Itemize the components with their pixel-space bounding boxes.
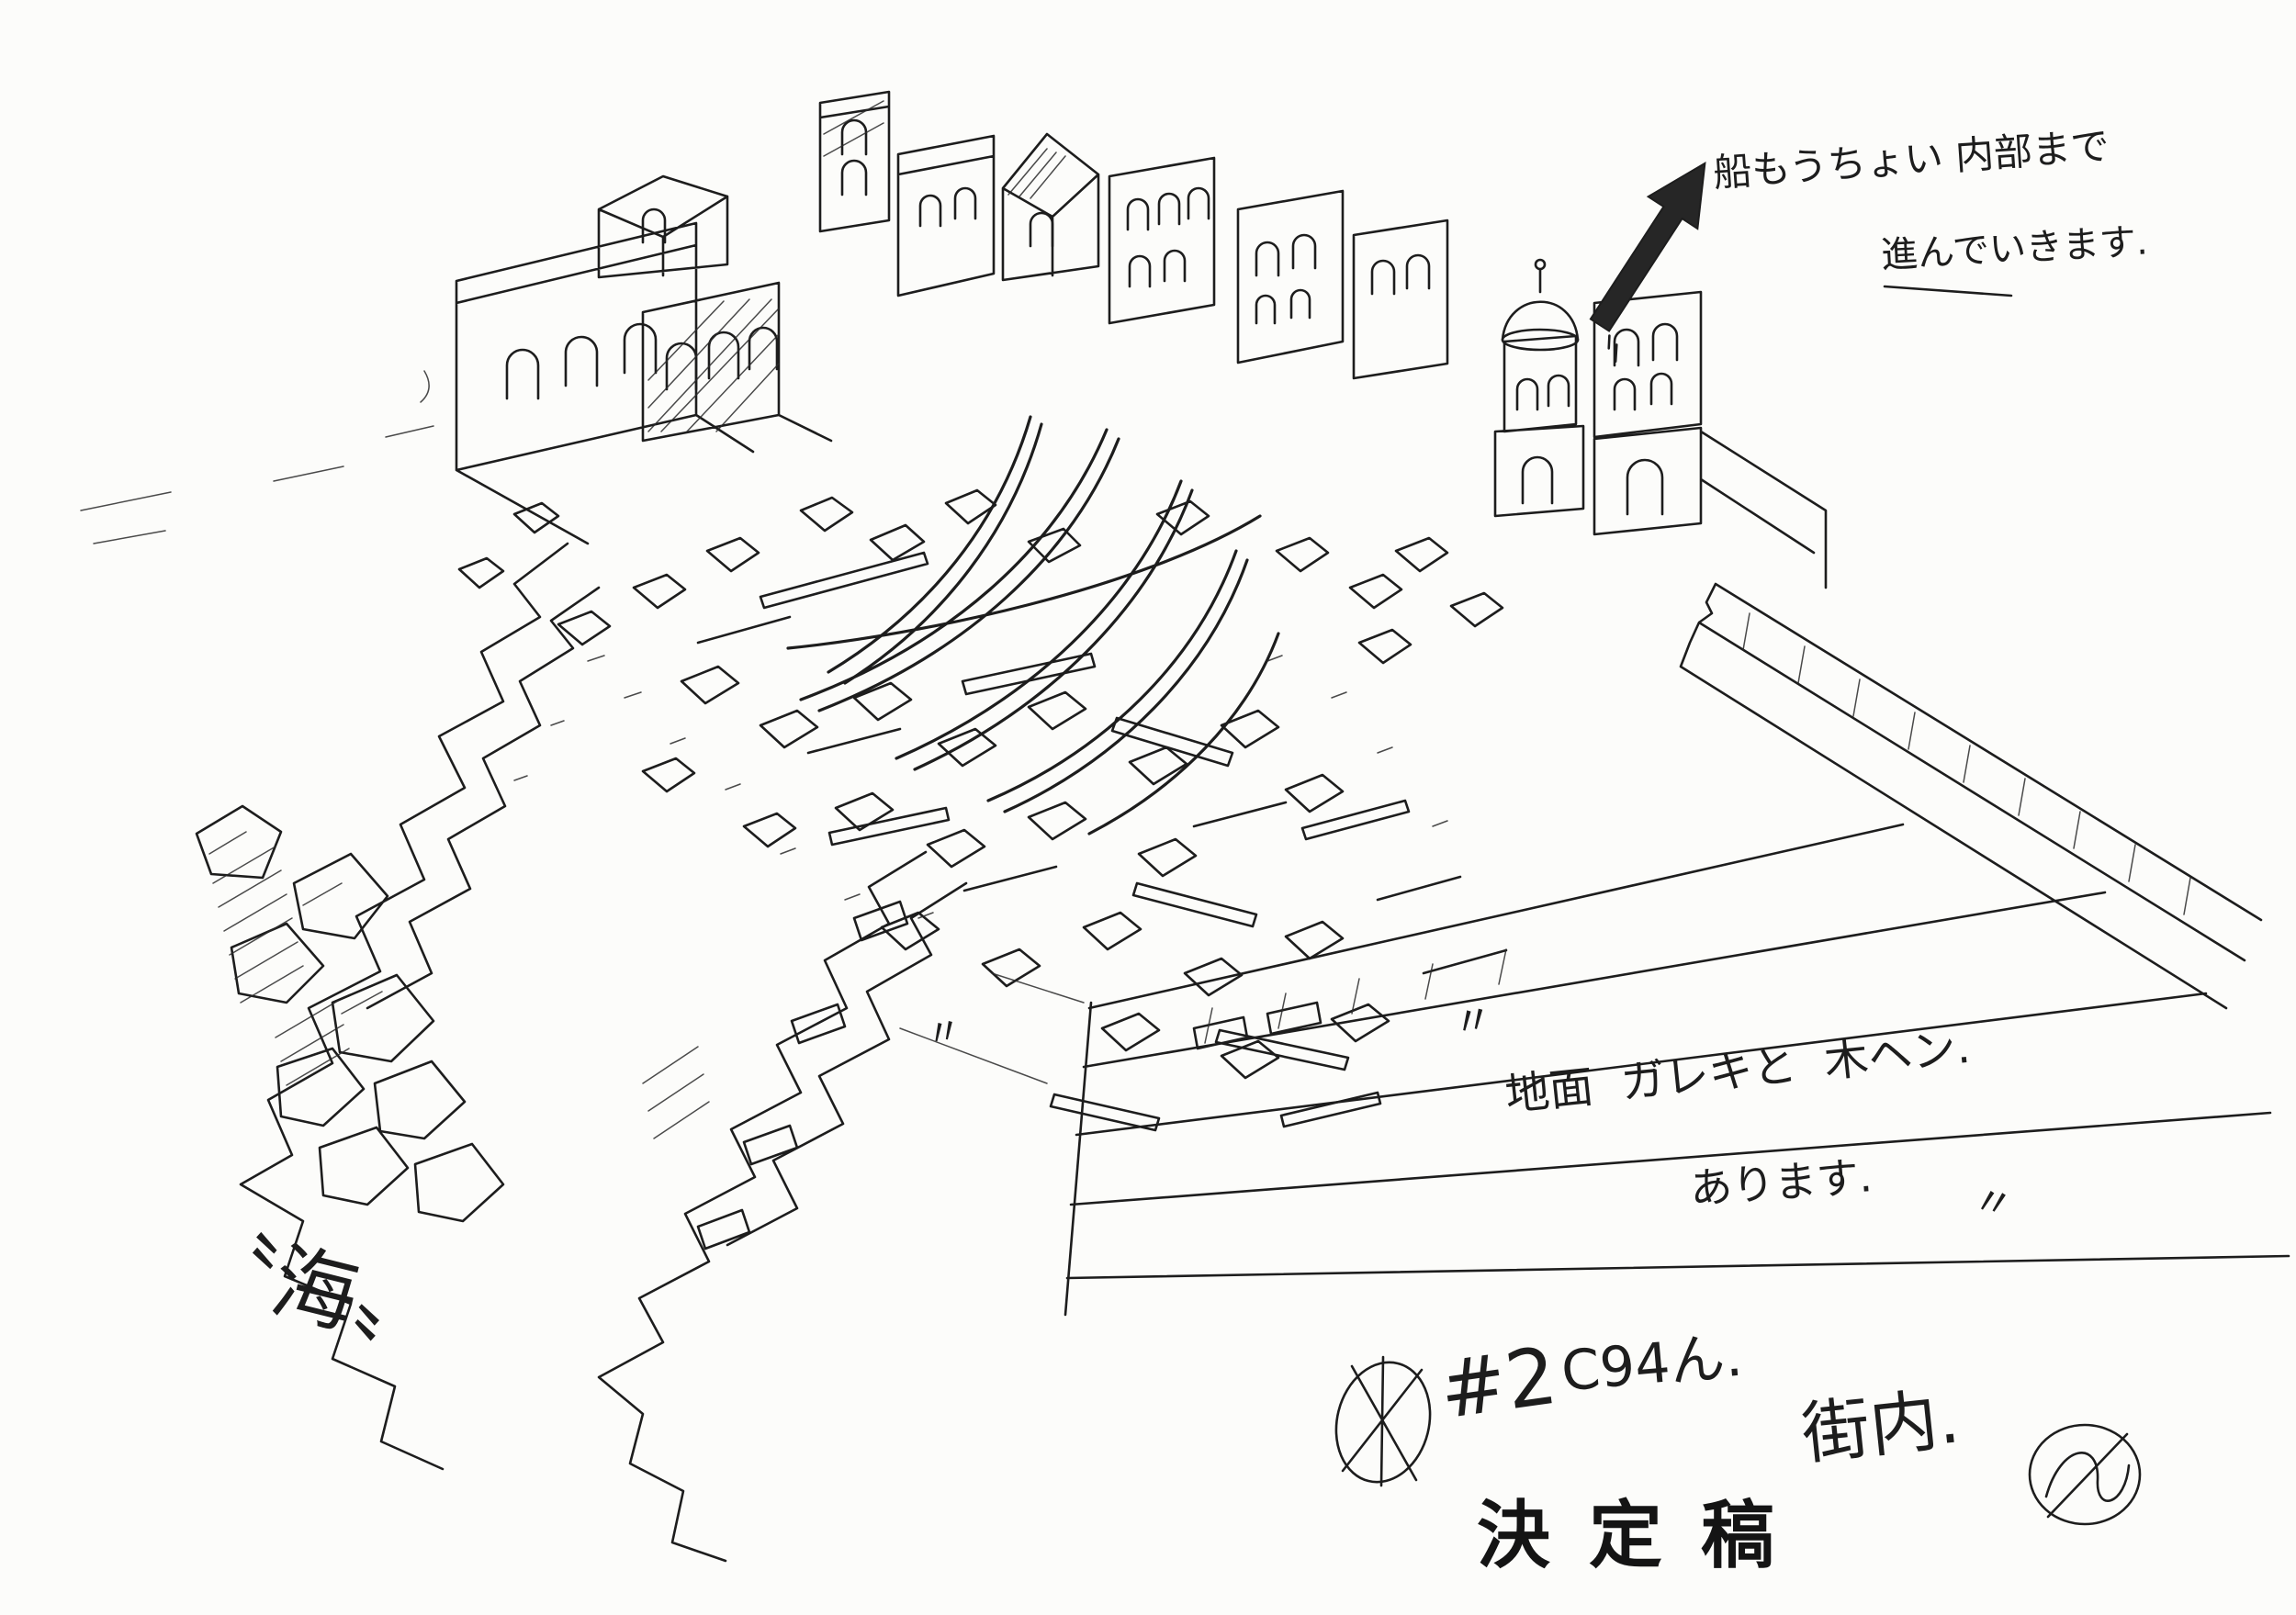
note-underline — [1883, 285, 2013, 297]
cliff-sea-edge — [195, 542, 601, 1471]
quay-wall-perspective — [1064, 823, 2290, 1317]
wood-planks — [696, 551, 1508, 1132]
rubble-field — [457, 488, 1508, 1132]
cut-circle-mark-icon — [1334, 1355, 1432, 1487]
ground-note-open-quote: 〃 — [1449, 995, 1497, 1048]
final-draft-title: 決定稿 — [1477, 1492, 1813, 1578]
signature-mark-icon — [2028, 1423, 2142, 1526]
stray-quote-mark: 〃 — [922, 1008, 966, 1058]
dome-tower — [1501, 258, 1580, 352]
episode-number: #2 — [1434, 1329, 1563, 1438]
location-label: 街内. — [1797, 1379, 1964, 1475]
distant-horizon-strokes — [80, 370, 434, 544]
town-buildings — [455, 90, 1828, 589]
broken-quay-ruin — [597, 850, 968, 1563]
ship-rib-beams — [786, 415, 1280, 836]
ground-note-close-quote: 〃 — [1969, 1176, 2018, 1230]
sea-wall-right — [1679, 582, 2263, 1010]
direction-arrow-icon — [1589, 162, 1706, 364]
